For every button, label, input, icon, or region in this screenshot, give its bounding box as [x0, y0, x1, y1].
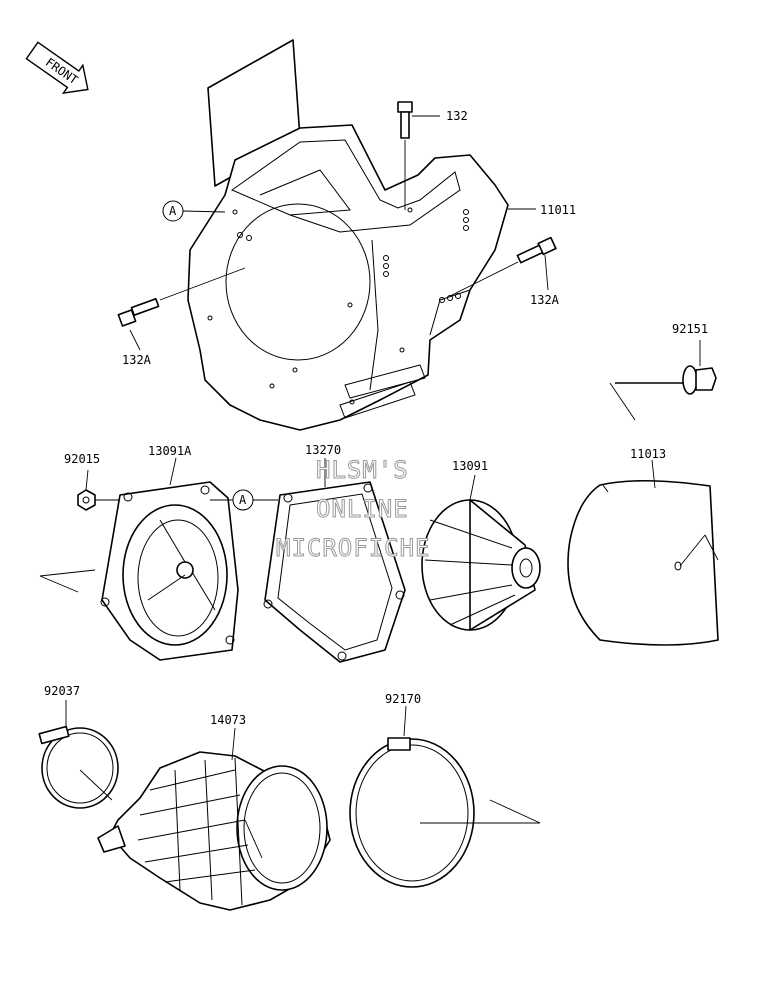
- bolt-132: [397, 101, 440, 210]
- label-13091A: 13091A: [148, 444, 192, 458]
- watermark: HLSM'S ONLINE MICROFICHE: [276, 456, 431, 563]
- watermark-line-2: ONLINE: [316, 495, 409, 523]
- reference-mark-a-mid: A: [210, 489, 278, 511]
- filter-holder-13091A: [39, 457, 239, 661]
- clamp-92037: [38, 700, 119, 809]
- gasket-13270: [263, 458, 406, 663]
- label-13091: 13091: [452, 459, 488, 473]
- label-92015: 92015: [64, 452, 100, 466]
- label-13270: 13270: [305, 443, 341, 457]
- bolt-132A-right: [449, 236, 557, 297]
- label-14073: 14073: [210, 713, 246, 727]
- label-92151: 92151: [672, 322, 708, 336]
- nut-92015: [77, 469, 125, 511]
- front-arrow-icon: FRONT: [25, 41, 89, 95]
- label-132: 132: [446, 109, 468, 123]
- bolt-132A-left: [117, 267, 246, 351]
- intake-duct-14073: [97, 727, 331, 911]
- reference-mark-a-top: A: [162, 200, 226, 222]
- reference-a-top-label: A: [169, 204, 177, 218]
- watermark-line-1: HLSM'S: [316, 456, 409, 484]
- watermark-line-3: MICROFICHE: [276, 534, 431, 562]
- label-11013: 11013: [630, 447, 666, 461]
- label-11011: 11011: [540, 203, 576, 217]
- wing-screw-92151: [609, 340, 717, 421]
- air-cleaner-case-11011: [187, 39, 509, 431]
- cover-11013: [567, 459, 719, 646]
- reference-a-mid-label: A: [239, 493, 247, 507]
- label-92170: 92170: [385, 692, 421, 706]
- label-92037: 92037: [44, 684, 80, 698]
- label-132A-right: 132A: [530, 293, 560, 307]
- filter-element-13091: [421, 474, 541, 631]
- label-132A-left: 132A: [122, 353, 152, 367]
- clamp-92170: [349, 705, 541, 888]
